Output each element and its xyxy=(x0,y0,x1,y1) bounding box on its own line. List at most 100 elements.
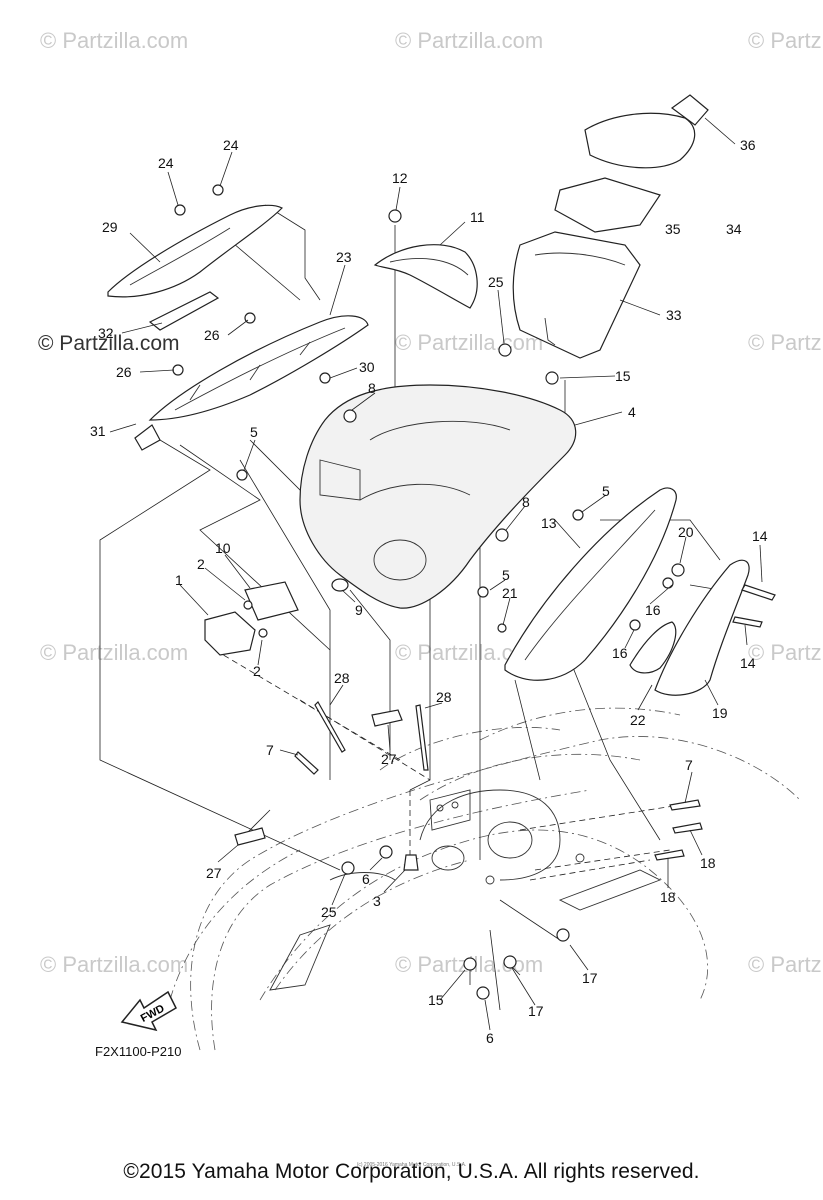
part-9-grommet xyxy=(331,578,349,592)
part-8-clip xyxy=(343,409,357,423)
part-28-stud xyxy=(314,701,346,753)
callout-18: 18 xyxy=(660,889,676,905)
part-2-clip xyxy=(243,600,253,610)
diagram-code: F2X1100-P210 xyxy=(95,1044,182,1059)
callout-9: 9 xyxy=(355,602,363,618)
part-13-side-panel xyxy=(504,487,677,681)
callout-29: 29 xyxy=(102,219,118,235)
part-3-screw xyxy=(403,854,419,871)
callout-33: 33 xyxy=(666,307,682,323)
callout-11: 11 xyxy=(470,209,485,225)
callout-31: 31 xyxy=(90,423,106,439)
callout-10: 10 xyxy=(215,540,231,556)
watermark-text: © Partzilla.com xyxy=(748,640,823,665)
callout-15: 15 xyxy=(615,368,631,384)
part-2-clip xyxy=(258,628,268,638)
part-14-bolt xyxy=(732,616,763,628)
callout-25: 25 xyxy=(488,274,504,290)
callout-23: 23 xyxy=(336,249,352,265)
callout-5: 5 xyxy=(602,483,610,499)
callout-13: 13 xyxy=(541,515,557,531)
watermark-text: © Partzilla.com xyxy=(38,332,180,355)
part-31-plate xyxy=(134,424,161,451)
callout-16: 16 xyxy=(645,602,661,618)
callout-5: 5 xyxy=(250,424,258,440)
part-26-bolt xyxy=(172,364,184,376)
part-7-stud xyxy=(294,751,319,775)
part-6-clip xyxy=(476,986,490,1000)
part-34-lid xyxy=(584,112,696,169)
part-10-block xyxy=(244,581,299,621)
part-30-nut xyxy=(319,372,331,384)
part-18-stud xyxy=(672,822,703,834)
part-4-deck-liner xyxy=(299,384,577,609)
watermark-text: © Partzilla.com xyxy=(395,330,543,355)
callout-18: 18 xyxy=(700,855,716,871)
part-32-bracket xyxy=(148,291,220,331)
callout-leaders xyxy=(109,117,763,1031)
watermark-text: © Partzilla.com xyxy=(395,28,543,53)
fwd-arrow-icon: FWD xyxy=(120,990,177,1032)
part-16-grommet xyxy=(662,577,674,589)
callout-34: 34 xyxy=(726,221,742,237)
callout-19: 19 xyxy=(712,705,728,721)
part-17-clip xyxy=(503,955,517,969)
callout-8: 8 xyxy=(522,494,530,510)
callout-32: 32 xyxy=(98,325,114,341)
callout-21: 21 xyxy=(502,585,518,601)
part-27-plate xyxy=(371,709,403,727)
part-29-cover xyxy=(107,204,284,298)
callout-8: 8 xyxy=(368,380,376,396)
small-print: (c) 2005-2016 Yamaha Motor Corporation, … xyxy=(356,1162,467,1168)
part-17-clip xyxy=(556,928,570,942)
callout-7: 7 xyxy=(685,757,693,773)
part-25-nut xyxy=(341,861,355,875)
callout-25: 25 xyxy=(321,904,337,920)
callout-26: 26 xyxy=(204,327,220,343)
callout-7: 7 xyxy=(266,742,274,758)
callout-6: 6 xyxy=(362,871,370,887)
callout-12: 12 xyxy=(392,170,408,186)
part-24-screw xyxy=(174,204,186,216)
watermark-text: © Partzilla.com xyxy=(748,952,823,977)
callout-14: 14 xyxy=(752,528,768,544)
part-5-screw xyxy=(572,509,584,521)
part-33-storage-bin xyxy=(512,231,641,359)
part-22-pad xyxy=(629,621,677,674)
callout-labels: 24 24 12 36 29 11 23 35 34 25 33 32 26 2… xyxy=(90,137,768,1046)
part-25-nut xyxy=(498,343,512,357)
part-19-guard xyxy=(654,559,750,696)
part-5-screw xyxy=(236,469,248,481)
callout-27: 27 xyxy=(206,865,222,881)
part-27-plate xyxy=(234,827,266,846)
part-16-grommet xyxy=(629,619,641,631)
callout-4: 4 xyxy=(628,404,636,420)
part-1-box xyxy=(204,611,256,656)
watermark-text: © Partzilla.com xyxy=(748,330,823,355)
part-14-bolt xyxy=(741,584,776,601)
callout-27: 27 xyxy=(381,751,397,767)
hull-deck-outline xyxy=(169,707,801,1051)
watermark-text: © Partzilla.com xyxy=(40,952,188,977)
part-15-washer xyxy=(545,371,559,385)
watermark-text: © Partzilla.com xyxy=(40,28,188,53)
part-8-clip xyxy=(495,528,509,542)
callout-15: 15 xyxy=(428,992,444,1008)
part-18-stud xyxy=(654,849,685,861)
callout-24: 24 xyxy=(223,137,239,153)
callout-6: 6 xyxy=(486,1030,494,1046)
callout-3: 3 xyxy=(373,893,381,909)
callout-24: 24 xyxy=(158,155,174,171)
watermark-text: © Partzilla.com xyxy=(40,640,188,665)
part-12-screw xyxy=(388,209,402,223)
callout-35: 35 xyxy=(665,221,681,237)
callout-20: 20 xyxy=(678,524,694,540)
part-36-latch xyxy=(670,94,709,126)
callout-5: 5 xyxy=(502,567,510,583)
callout-2: 2 xyxy=(253,663,261,679)
part-6-clip xyxy=(379,845,393,859)
fasteners xyxy=(172,184,776,1000)
part-24-screw xyxy=(212,184,224,196)
callout-1: 1 xyxy=(175,572,183,588)
